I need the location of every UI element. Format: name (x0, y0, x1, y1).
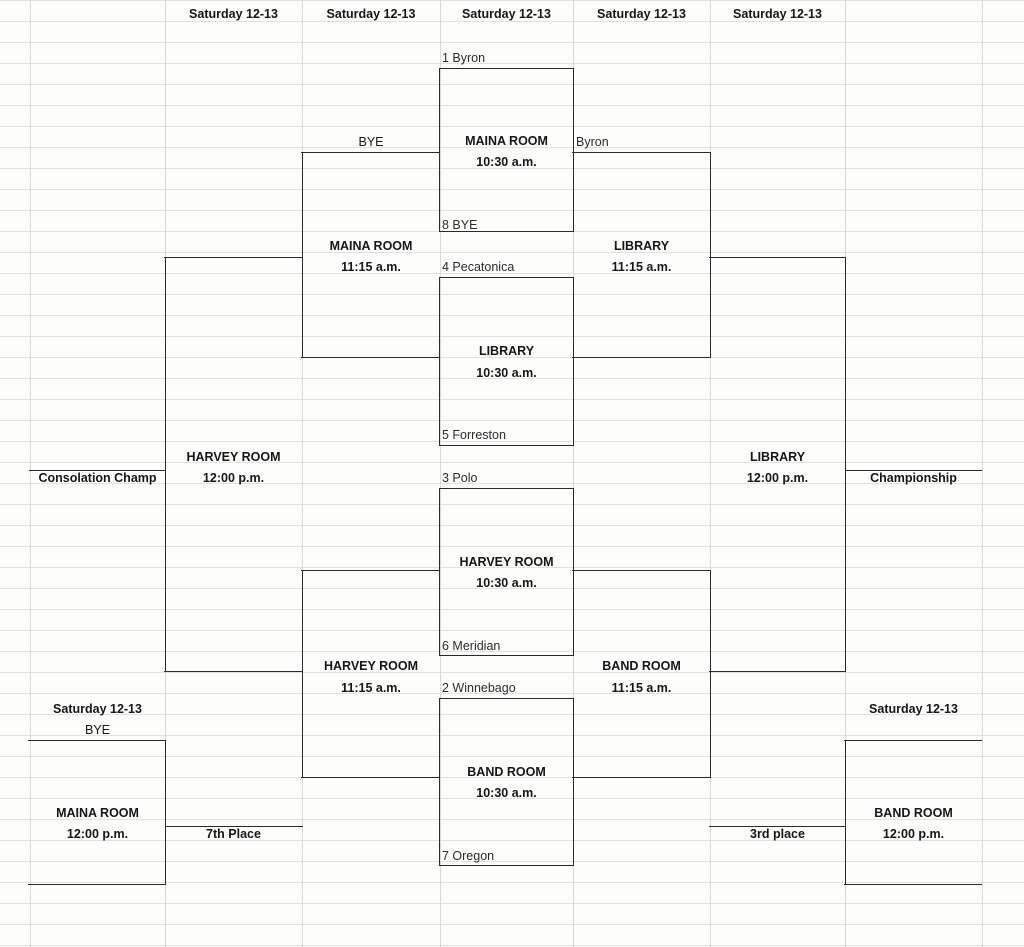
championship-label-rule (845, 470, 982, 471)
column-header-round2: Saturday 12-13 (326, 7, 416, 21)
cons-sf-bottom-room: HARVEY ROOM (323, 659, 418, 673)
sf-right-rule (710, 152, 711, 358)
cons-sf-left-rule (302, 152, 303, 358)
qf2-top-rule (439, 277, 574, 278)
consolation-time: 12:00 p.m. (202, 471, 265, 485)
seventh-place-label: 7th Place (206, 827, 261, 841)
cons-sf2-left-rule (302, 570, 303, 778)
cons-sf-top-room: MAINA ROOM (329, 239, 413, 253)
qf4-bottom-rule (439, 865, 574, 866)
third-place-left-rule (845, 740, 846, 885)
sf-bottom-room: BAND ROOM (602, 659, 681, 673)
championship-label: Championship (870, 471, 957, 485)
sf-top-time: 11:15 a.m. (611, 260, 672, 274)
qf1-time: 10:30 a.m. (476, 155, 537, 169)
cons-sf-bottom-rule (301, 357, 440, 358)
seventh-place-right-rule (165, 740, 166, 885)
qf1-room: MAINA ROOM (465, 134, 548, 148)
qf3-room: HARVEY ROOM (459, 555, 554, 569)
qf4-room: BAND ROOM (467, 765, 546, 779)
third-place-room: BAND ROOM (874, 806, 953, 820)
qf4-left-rule (439, 698, 440, 866)
qf1-top-rule (439, 68, 574, 69)
sf-bottom-rule (572, 357, 711, 358)
qf3-time: 10:30 a.m. (476, 576, 537, 590)
seed-entry-2-winnebago: 2 Winnebago (442, 681, 516, 695)
sf2-right-rule (710, 570, 711, 778)
seventh-place-top-rule (28, 740, 166, 741)
seed-entry-8-bye: 8 BYE (442, 218, 478, 232)
qf2-time: 10:30 a.m. (476, 366, 537, 380)
sf2-top-rule (572, 570, 711, 571)
third-place-top-rule (844, 740, 982, 741)
championship-bottom-rule (709, 671, 846, 672)
seed-entry-7-oregon: 7 Oregon (442, 849, 495, 863)
sf-top-room: LIBRARY (613, 239, 670, 253)
seed-entry-1-byron: 1 Byron (442, 51, 486, 65)
qf4-right-rule (573, 698, 574, 866)
qf4-time: 10:30 a.m. (476, 786, 537, 800)
consolation-top-rule (164, 257, 302, 258)
seventh-place-bye: BYE (84, 723, 110, 737)
qf3-left-rule (439, 488, 440, 656)
sf-bottom-time: 11:15 a.m. (611, 681, 672, 695)
sf-top-rule (572, 152, 711, 153)
sf2-bottom-rule (572, 777, 711, 778)
qf1-left-rule (439, 68, 440, 232)
seventh-place-room: MAINA ROOM (56, 806, 139, 820)
qf1-bottom-rule (439, 231, 574, 232)
cons-sf2-top-rule (301, 570, 440, 571)
consolation-label-rule (29, 470, 166, 471)
column-header-round5: Saturday 12-13 (733, 7, 822, 21)
column-header-round3: Saturday 12-13 (462, 7, 551, 21)
qf3-top-rule (439, 488, 574, 489)
qf4-top-rule (439, 698, 574, 699)
seed-entry-6-meridian: 6 Meridian (442, 639, 501, 653)
qf3-bottom-rule (439, 655, 574, 656)
seventh-place-label-rule (165, 826, 303, 827)
consolation-semi-top-advanced: BYE (358, 135, 384, 149)
semifinal-top-advanced-team: Byron (576, 135, 609, 149)
championship-time: 12:00 p.m. (746, 471, 809, 485)
qf2-left-rule (439, 277, 440, 446)
seed-entry-5-forreston: 5 Forreston (442, 428, 506, 442)
seventh-place-time: 12:00 p.m. (66, 827, 129, 841)
bottom-left-date-header: Saturday 12-13 (53, 702, 142, 716)
seed-entry-3-polo: 3 Polo (442, 471, 478, 485)
consolation-left-rule (165, 257, 166, 672)
championship-top-rule (709, 257, 846, 258)
championship-room: LIBRARY (749, 450, 806, 464)
bottom-right-date-header: Saturday 12-13 (869, 702, 958, 716)
seventh-place-bottom-rule (28, 884, 166, 885)
qf2-right-rule (573, 277, 574, 446)
third-place-time: 12:00 p.m. (882, 827, 945, 841)
consolation-bottom-rule (164, 671, 302, 672)
seed-entry-4-pecatonica: 4 Pecatonica (442, 260, 515, 274)
cons-sf-bottom-time: 11:15 a.m. (341, 681, 401, 695)
qf2-room: LIBRARY (478, 344, 535, 358)
third-place-label-rule (709, 826, 846, 827)
qf1-right-rule (573, 68, 574, 232)
championship-right-rule (845, 257, 846, 672)
cons-sf-top-time: 11:15 a.m. (341, 260, 401, 274)
third-place-bottom-rule (844, 884, 982, 885)
qf2-bottom-rule (439, 445, 574, 446)
column-header-round4: Saturday 12-13 (597, 7, 686, 21)
third-place-label: 3rd place (750, 827, 805, 841)
cons-sf-top-rule (301, 152, 440, 153)
consolation-room: HARVEY ROOM (186, 450, 281, 464)
cons-sf2-bottom-rule (301, 777, 440, 778)
consolation-champ-label: Consolation Champ (38, 471, 157, 485)
column-header-round1: Saturday 12-13 (189, 7, 278, 21)
qf3-right-rule (573, 488, 574, 656)
